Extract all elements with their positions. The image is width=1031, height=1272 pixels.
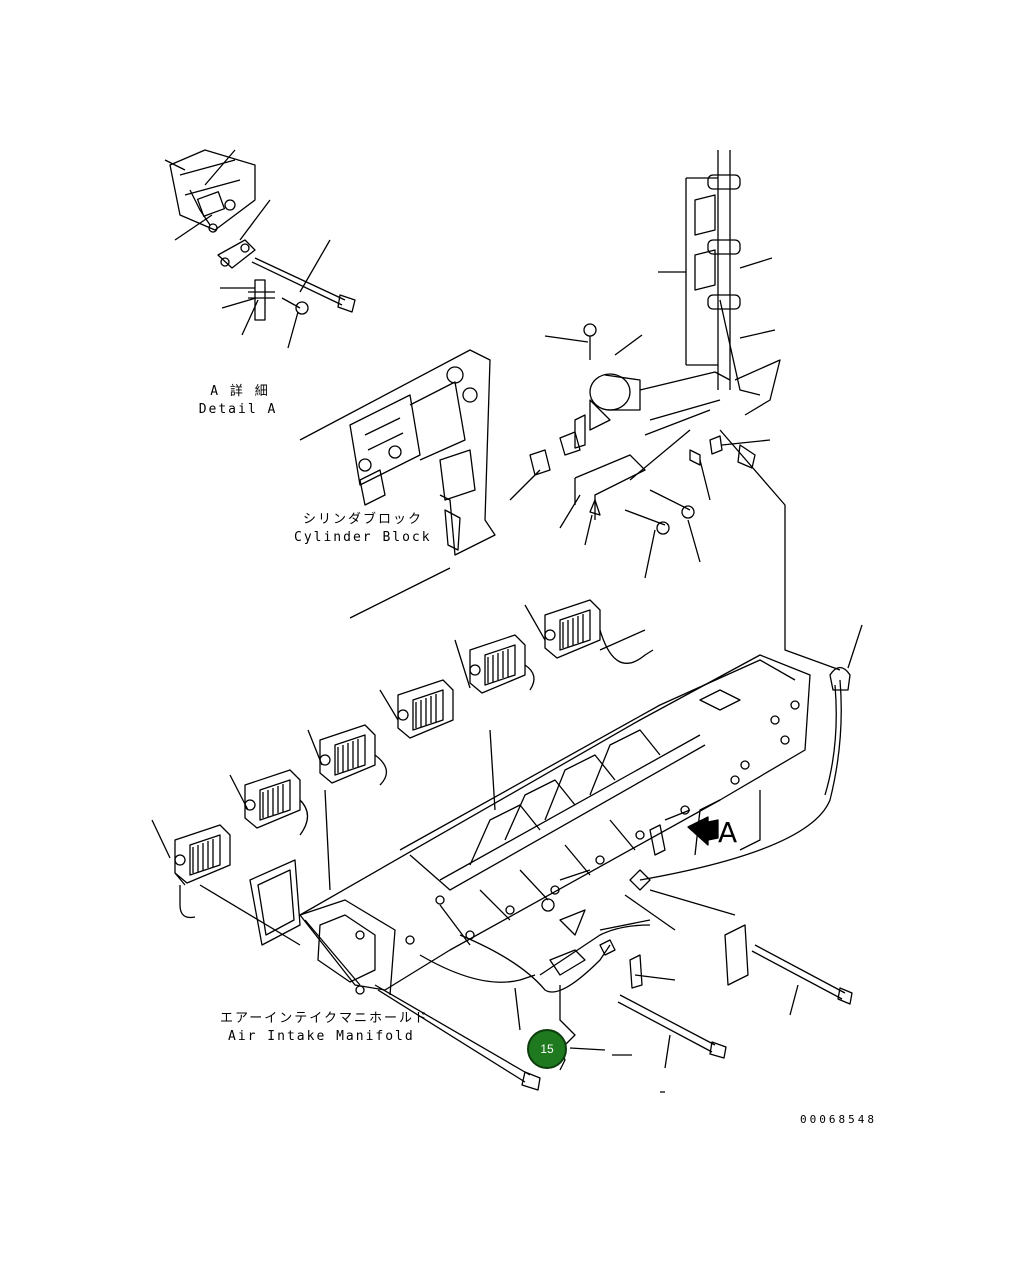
wiring-harness [420, 625, 862, 992]
detail-a-label-en: Detail A [198, 402, 278, 417]
detail-a-assembly [165, 150, 355, 348]
part-callout-15[interactable]: 15 [527, 1029, 567, 1069]
cylinder-block [300, 350, 495, 618]
relay-and-bracket [510, 324, 770, 578]
cylinder-block-label-jp: シリンダブロック [303, 512, 424, 527]
gasket [200, 860, 300, 945]
view-arrow-a-label: A [718, 816, 738, 849]
view-arrow-a [688, 817, 718, 845]
manifold-label-jp: エアーインテイクマニホールド [220, 1011, 429, 1026]
part-callout-number: 15 [540, 1042, 554, 1056]
air-intake-manifold [300, 655, 810, 995]
intake-heaters [152, 600, 653, 918]
cylinder-block-label-en: Cylinder Block [294, 530, 432, 545]
manifold-label-en: Air Intake Manifold [228, 1029, 415, 1044]
lower-hardware [375, 910, 852, 1092]
pipe-and-clamps [658, 150, 840, 670]
detail-a-label-jp: A 詳 細 [210, 384, 270, 399]
document-number: 00068548 [800, 1113, 877, 1126]
